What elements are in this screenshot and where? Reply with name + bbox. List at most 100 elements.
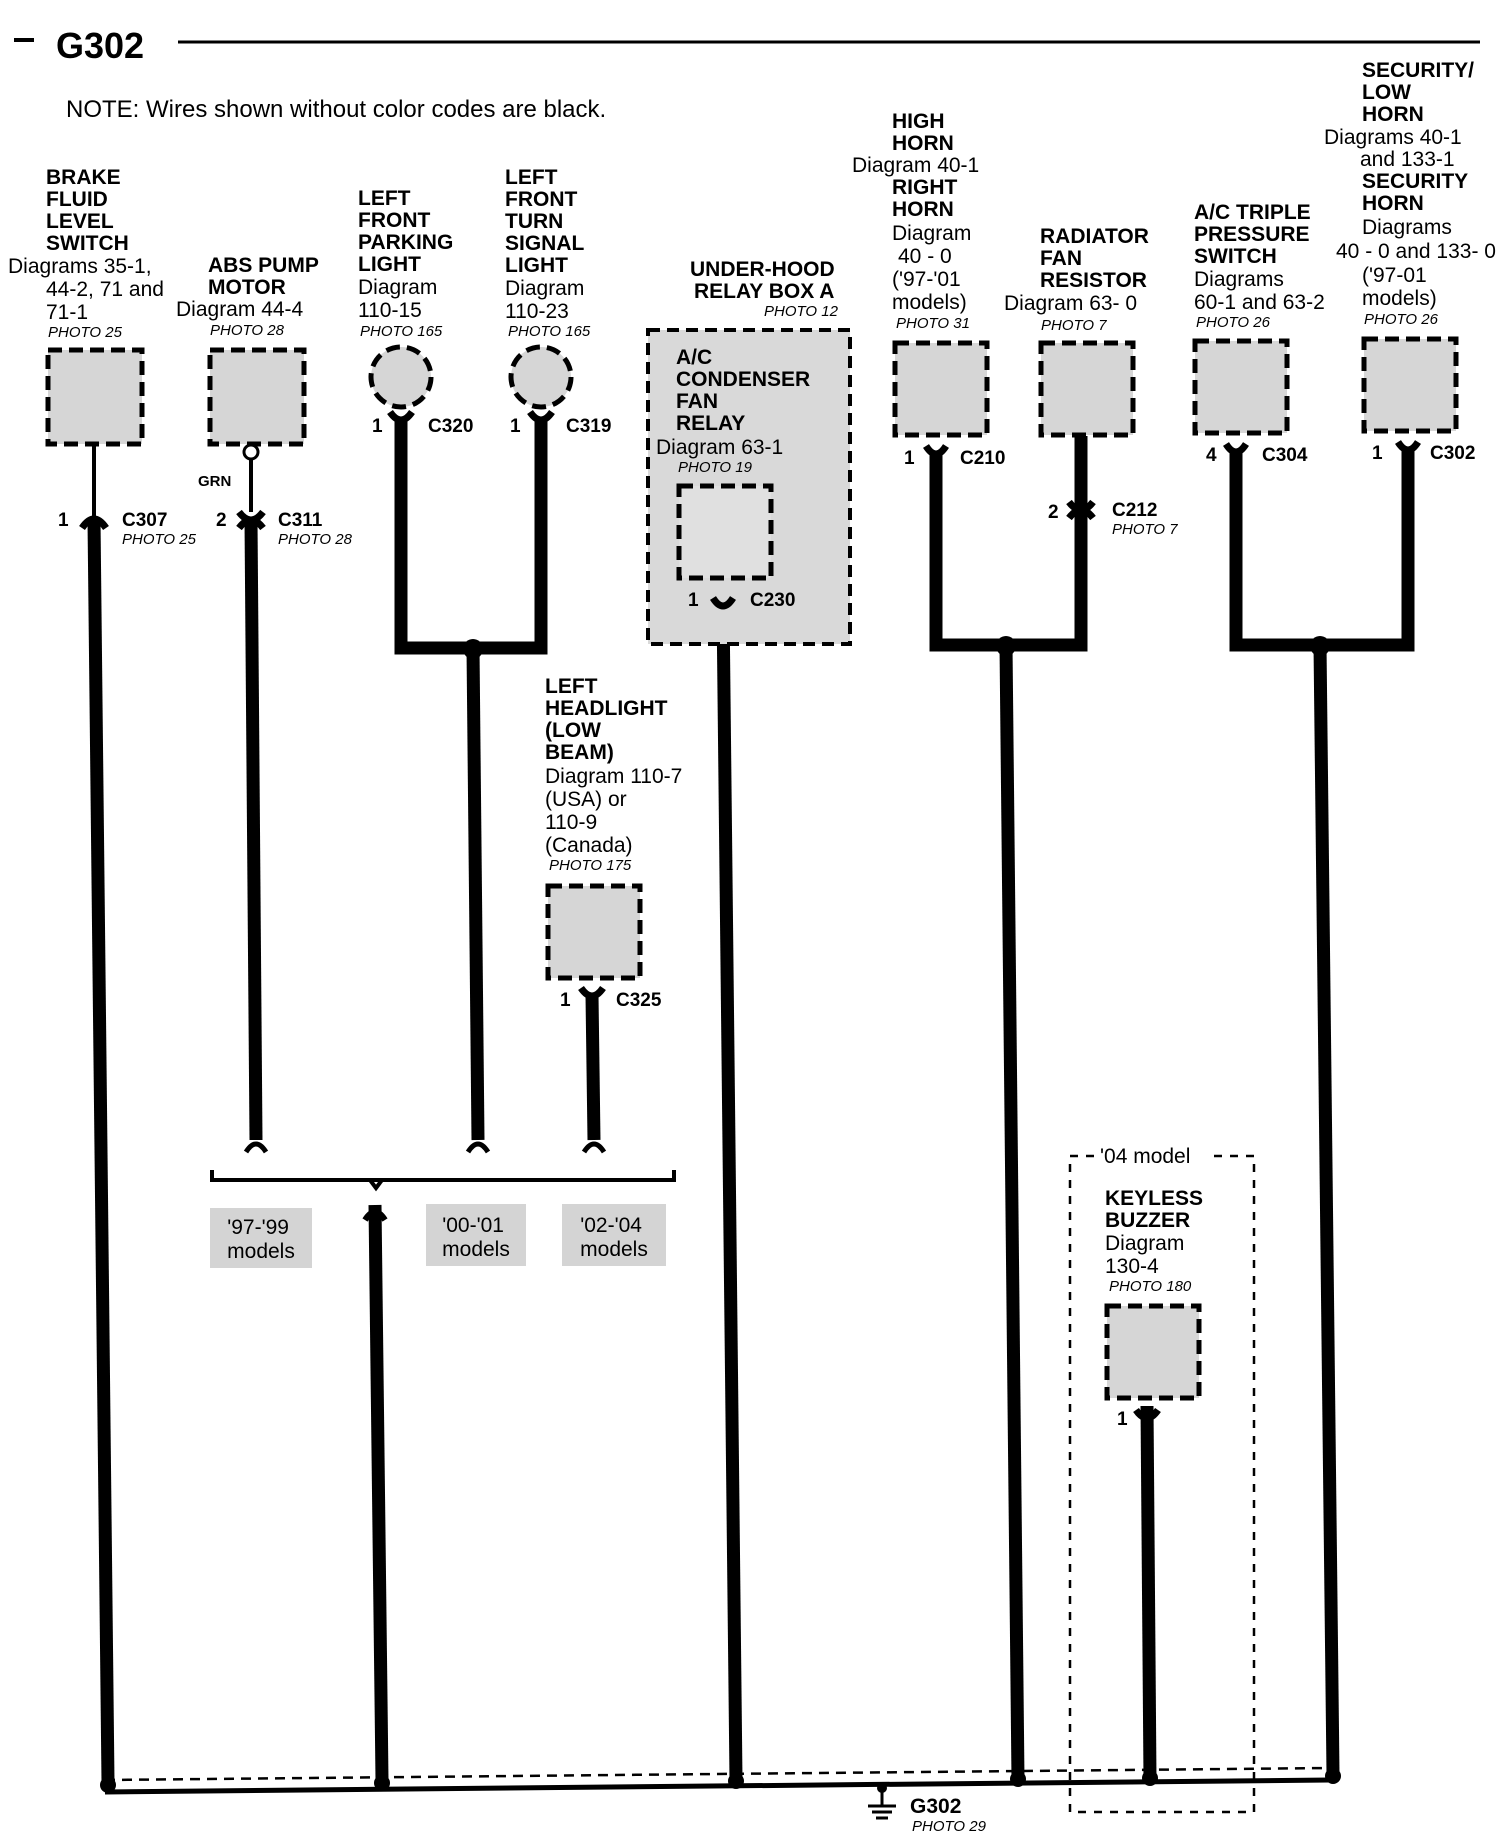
connector-symbol — [1066, 506, 1096, 521]
parking-bulb — [368, 344, 434, 410]
label-line: BUZZER — [1105, 1209, 1190, 1232]
photo-ref: PHOTO 31 — [896, 315, 970, 332]
wire-splice-ground — [368, 1204, 389, 1781]
model-variant-splice: '97-'99 models '00-'01 models '02-'04 mo… — [210, 1141, 676, 1268]
label-line: KEYLESS — [1105, 1187, 1203, 1210]
connector-c302: 1 C302 — [1372, 439, 1475, 464]
diagram-ref: Diagram — [505, 277, 584, 300]
photo-ref: PHOTO 175 — [549, 857, 632, 874]
label-line: FAN — [676, 390, 718, 413]
diagram-ref: Diagrams 35-1, — [8, 255, 152, 278]
label-line: RELAY BOX A — [694, 280, 834, 303]
wire-actriple-sechorn-down — [1313, 644, 1340, 1775]
diagram-ref: Diagrams 40-1 — [1324, 126, 1462, 149]
model-tag-label-line2: models — [442, 1238, 510, 1261]
pin-number: 1 — [904, 448, 915, 469]
svg-text:HIGH HORN: HIGH HORN — [892, 110, 954, 155]
label-line: HORN — [892, 198, 954, 221]
keyless-buzzer: '04 model KEYLESS BUZZER Diagram 130-4 P… — [1068, 1145, 1256, 1814]
model-bracket-tip — [368, 1178, 384, 1192]
svg-text:A/C CONDENSER FAN: A/C CONDENSER FAN RELAY — [676, 346, 816, 435]
model-tag-label-line2: models — [580, 1238, 648, 1261]
model-label: '04 model — [1100, 1145, 1190, 1168]
connector-symbol — [1223, 441, 1249, 456]
page-note: NOTE: Wires shown without color codes ar… — [66, 96, 606, 123]
svg-text:'97-'99 models: '97-'99 models — [227, 1216, 295, 1263]
svg-text:Diagram 110-15: Diagram 110-15 — [358, 276, 443, 322]
splice-connector — [581, 1141, 607, 1154]
svg-text:Diagrams 40 - 0 and 133-: Diagrams 40 - 0 and 133- 0 ('97-01 model… — [1336, 216, 1502, 310]
svg-text:'00-'01 models: '00-'01 models — [442, 1214, 510, 1261]
diagram-ref: Diagram — [358, 276, 437, 299]
label-line: LIGHT — [358, 253, 421, 276]
label-line: SWITCH — [1194, 245, 1277, 268]
abs-pump-motor: ABS PUMP MOTOR Diagram 44-4 PHOTO 28 — [176, 254, 319, 461]
wire-actriple-sechorn — [1229, 448, 1415, 652]
brake-fluid-level-switch: BRAKE FLUID LEVEL SWITCH Diagrams 35-1, … — [8, 166, 170, 447]
svg-text:A/C TRIPLE PRESSURE: A/C TRIPLE PRESSURE SWITCH — [1194, 201, 1317, 268]
diagram-ref: Diagrams — [1194, 268, 1284, 291]
connector-id: C304 — [1262, 445, 1308, 466]
connector-c230: 1 C230 — [688, 590, 795, 611]
security-low-horn: SECURITY/ LOW HORN Diagrams 40-1 and 133… — [1324, 59, 1502, 434]
connector-id: C210 — [960, 448, 1005, 469]
label-line: A/C — [676, 346, 712, 369]
connector-symbol — [236, 516, 266, 531]
connector-symbol — [923, 443, 949, 458]
label-line: LEFT — [505, 166, 558, 189]
splice-connector — [362, 1209, 388, 1222]
connector-symbol — [578, 985, 606, 1000]
ground-bus — [104, 1777, 1331, 1795]
wire-parking-turn-down — [466, 647, 485, 1141]
left-front-turn-signal-light: LEFT FRONT TURN SIGNAL LIGHT Diagram 110… — [505, 166, 591, 410]
pin-number: 2 — [216, 510, 227, 531]
label-line: LOW — [1362, 81, 1411, 104]
label-line: RESISTOR — [1040, 269, 1147, 292]
diagram-ref: 71-1 — [46, 301, 88, 324]
horn-component-box — [892, 340, 990, 438]
connector-c320: 1 C320 — [372, 409, 473, 437]
label-line: (LOW — [545, 719, 601, 742]
connector-symbol — [1133, 1407, 1161, 1422]
label-line: PRESSURE — [1194, 223, 1310, 246]
label-line: SIGNAL — [505, 232, 585, 255]
connector-id: C320 — [428, 416, 473, 437]
diagram-ref: Diagram 63-1 — [656, 436, 783, 459]
diagram-ref: 110-9 — [545, 811, 597, 834]
label-line: RADIATOR — [1040, 225, 1149, 248]
splice-actriple-sechorn — [1310, 636, 1330, 656]
radiator-fan-resistor: RADIATOR FAN RESISTOR Diagram 63- 0 PHOT… — [1004, 225, 1149, 438]
diagram-ref: ('97-01 — [1362, 264, 1427, 287]
pin-number: 1 — [372, 416, 383, 437]
label-line: BRAKE — [46, 166, 121, 189]
model-bracket — [210, 1170, 676, 1182]
label-line: PARKING — [358, 231, 453, 254]
svg-text:UNDER-HOOD RELAY BOX A: UNDER-HOOD RELAY BOX A — [690, 258, 841, 303]
connector-id: C230 — [750, 590, 795, 611]
under-hood-relay-box-a: UNDER-HOOD RELAY BOX A PHOTO 12 A/C COND… — [646, 258, 852, 646]
diagram-ref: Diagram — [892, 222, 971, 245]
diagram-ref: Diagram 40-1 — [852, 154, 979, 177]
label-line: MOTOR — [208, 276, 286, 299]
connector-id: C307 — [122, 510, 167, 531]
svg-text:BRAKE FLUID LEVEL: BRAKE FLUID LEVEL SWITCH — [46, 166, 129, 255]
label-line: HORN — [1362, 192, 1424, 215]
photo-ref: PHOTO 25 — [122, 531, 197, 548]
model-tag-label: '00-'01 — [442, 1214, 504, 1237]
label-line: FAN — [1040, 247, 1082, 270]
abs-terminal — [242, 443, 260, 461]
ac-condenser-fan-relay-box — [676, 483, 774, 581]
label-line: SECURITY/ — [1362, 59, 1474, 82]
diagram-ref: (Canada) — [545, 834, 633, 857]
ground-node-brake — [100, 1777, 116, 1793]
ground-node-splice — [374, 1775, 390, 1791]
svg-text:Diagram 110-23: Diagram 110-23 — [505, 277, 590, 323]
connector-c325: 1 C325 — [560, 985, 662, 1011]
connector-id: C212 — [1112, 500, 1157, 521]
diagram-ref: Diagram 110-7 — [545, 765, 682, 788]
connector-c210: 1 C210 — [904, 443, 1005, 469]
splice-connector — [465, 1141, 491, 1154]
wire-relaybox-ground — [716, 603, 743, 1781]
photo-ref: PHOTO 25 — [48, 324, 123, 341]
svg-text:Diagrams 35-1, 44-2, 71: Diagrams 35-1, 44-2, 71 and 71-1 — [8, 255, 170, 324]
